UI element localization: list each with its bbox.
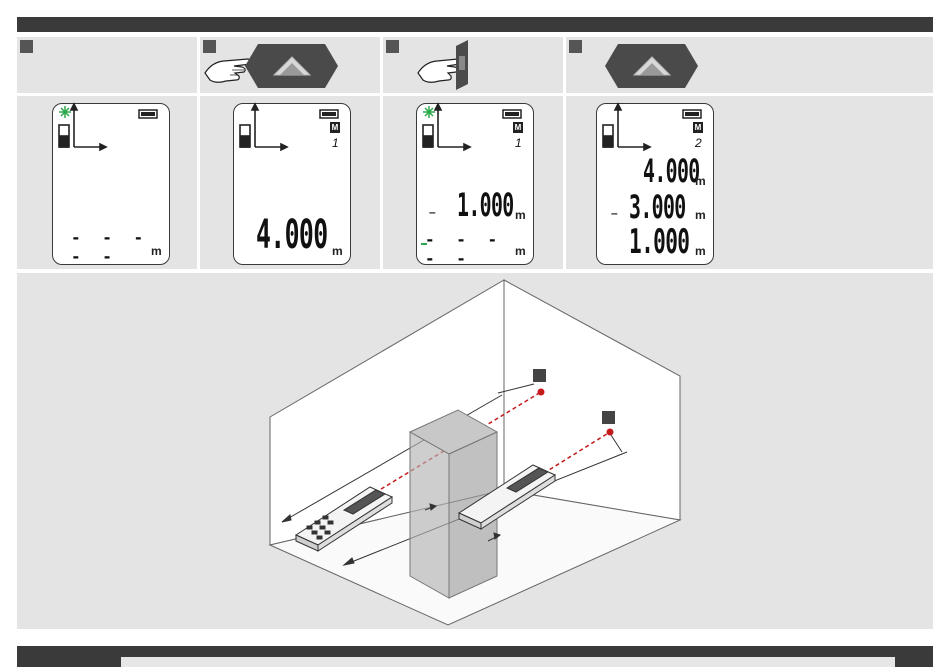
point-marker-b [602, 411, 615, 424]
laser-point-1 [538, 389, 545, 396]
point-marker-a [533, 369, 546, 382]
laser-point-2 [607, 429, 614, 436]
